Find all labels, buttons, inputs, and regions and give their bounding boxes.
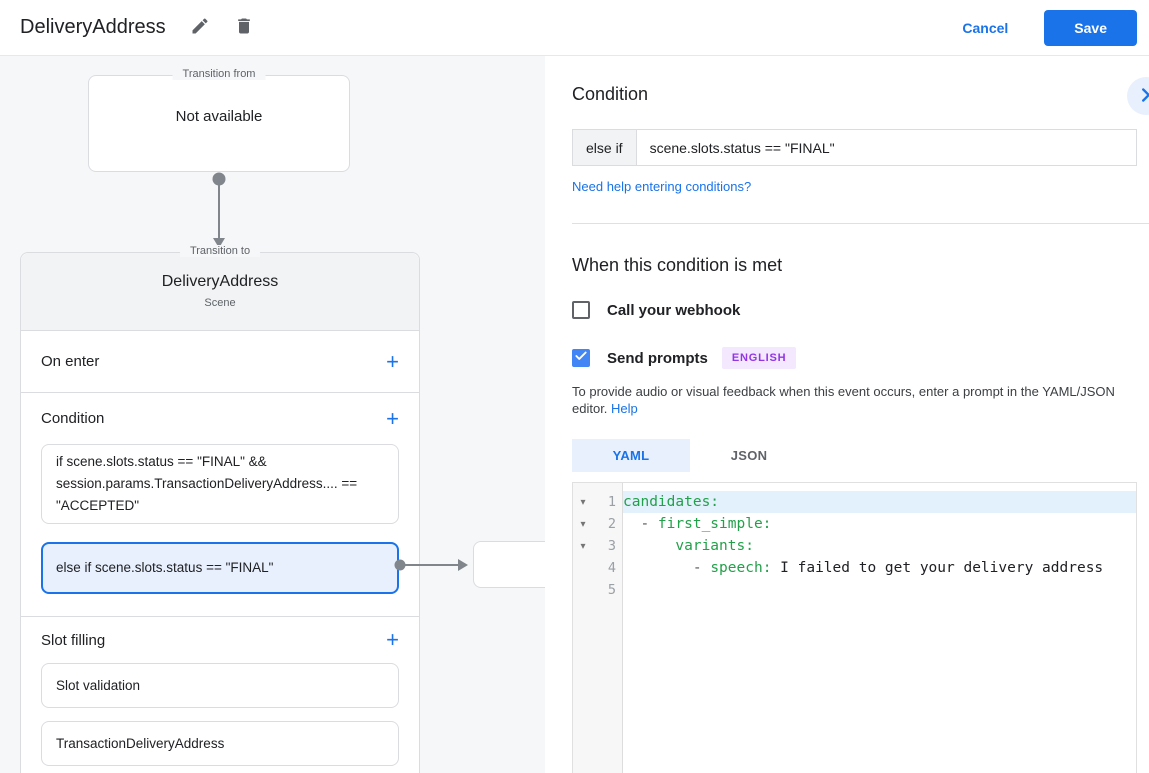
fold-arrow-icon[interactable]: ▾: [580, 496, 586, 508]
tab-yaml[interactable]: YAML: [572, 439, 690, 472]
checkmark-icon: [574, 349, 588, 368]
webhook-option-row: Call your webhook: [572, 301, 1137, 319]
condition-transition-arrow: [394, 559, 468, 571]
on-enter-section: On enter +: [21, 331, 419, 393]
line-number: 2: [607, 516, 616, 532]
editor-code-area[interactable]: candidates: - first_simple: variants: - …: [623, 483, 1136, 773]
top-bar: DeliveryAddress Cancel Save: [0, 0, 1149, 56]
webhook-label[interactable]: Call your webhook: [607, 301, 741, 319]
code-line: [623, 579, 1136, 601]
line-number: 1: [607, 494, 616, 510]
page-title: DeliveryAddress: [20, 16, 166, 38]
condition-expression-input[interactable]: [635, 129, 1137, 166]
cancel-button[interactable]: Cancel: [962, 19, 1009, 36]
condition-prefix: else if: [572, 129, 636, 166]
edit-title-button[interactable]: [188, 16, 212, 40]
line-number: 5: [607, 582, 616, 598]
code-line: variants:: [675, 538, 754, 554]
delete-scene-button[interactable]: [232, 16, 256, 40]
panel-title: Condition: [572, 84, 649, 104]
code-line: - speech: I failed to get your delivery …: [623, 560, 1104, 576]
condition-item[interactable]: if scene.slots.status == "FINAL" && sess…: [41, 444, 399, 524]
transition-to-legend: Transition to: [179, 245, 261, 257]
send-prompts-option-row: Send prompts ENGLISH: [572, 347, 1137, 369]
scene-diagram-panel: Transition from Not available Transition…: [0, 56, 545, 773]
scene-card-subtitle: Scene: [204, 297, 236, 309]
slot-filling-label: Slot filling: [41, 631, 106, 649]
transition-to-card: Transition to DeliveryAddress Scene On e…: [20, 245, 420, 773]
transition-from-box: Transition from Not available: [88, 68, 350, 172]
prompt-description: To provide audio or visual feedback when…: [572, 383, 1134, 417]
add-on-enter-button[interactable]: +: [386, 348, 399, 374]
line-number: 3: [607, 538, 616, 554]
chevron-right-icon: [1135, 84, 1149, 109]
transition-from-content: Not available: [175, 107, 263, 125]
tab-json[interactable]: JSON: [730, 448, 768, 463]
section-divider: [572, 223, 1149, 224]
save-button[interactable]: Save: [1044, 9, 1137, 46]
slot-item[interactable]: TransactionDeliveryAddress: [41, 721, 399, 766]
condition-item-selected[interactable]: else if scene.slots.status == "FINAL": [41, 542, 399, 594]
collapse-panel-button[interactable]: [1127, 77, 1149, 115]
slot-item[interactable]: Slot validation: [41, 663, 399, 708]
language-badge: ENGLISH: [721, 347, 797, 369]
fold-arrow-icon[interactable]: ▾: [580, 518, 586, 530]
slot-filling-section: Slot filling + Slot validation Transacti…: [21, 617, 419, 766]
editor-gutter: ▾ 1 ▾ 2 ▾ 3 4 5: [573, 483, 623, 773]
scene-card-header: DeliveryAddress Scene: [21, 253, 419, 331]
condition-label: Condition: [41, 410, 105, 427]
code-line: - first_simple:: [623, 516, 772, 532]
condition-section: Condition + if scene.slots.status == "FI…: [21, 393, 419, 617]
conditions-help-link[interactable]: Need help entering conditions?: [572, 179, 752, 194]
pencil-icon: [190, 16, 210, 39]
on-enter-label: On enter: [41, 353, 100, 370]
webhook-checkbox[interactable]: [572, 301, 590, 319]
fold-arrow-icon[interactable]: ▾: [580, 540, 586, 552]
condition-input-row: else if: [572, 129, 1137, 166]
add-condition-button[interactable]: +: [386, 405, 399, 431]
add-slot-button[interactable]: +: [386, 627, 399, 652]
prompt-help-link[interactable]: Help: [611, 401, 638, 416]
scene-card-title: DeliveryAddress: [161, 273, 279, 290]
send-prompts-checkbox[interactable]: [572, 349, 590, 367]
line-number: 4: [607, 560, 616, 576]
trash-icon: [234, 16, 254, 39]
when-met-title: When this condition is met: [572, 255, 783, 275]
yaml-code-editor[interactable]: ▾ 1 ▾ 2 ▾ 3 4 5 candidates: - first_simple:…: [572, 482, 1137, 773]
format-tabs: YAML JSON: [572, 439, 1137, 472]
code-line: candidates:: [623, 491, 1136, 513]
transition-arrow-down: [212, 172, 226, 248]
transition-from-legend: Transition from: [172, 68, 266, 80]
send-prompts-label[interactable]: Send prompts: [607, 349, 708, 367]
prompt-description-text: To provide audio or visual feedback when…: [572, 384, 1115, 416]
condition-editor-panel: Condition else if Need help entering con…: [545, 56, 1149, 773]
transition-target-box[interactable]: [473, 541, 545, 588]
